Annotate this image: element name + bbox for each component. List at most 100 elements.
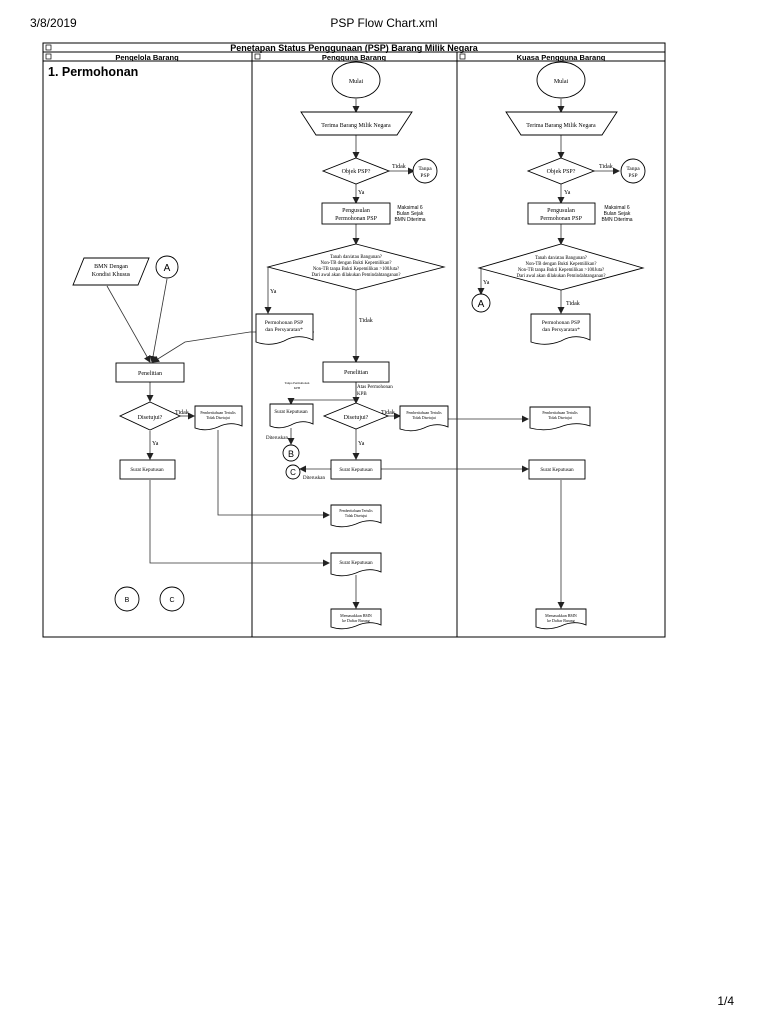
right-request-label: Permohonan PSP: [542, 320, 580, 326]
notice-bottom-label: Pemberitahuan Tertulis: [339, 509, 373, 513]
research-label: Penelitian: [344, 370, 368, 376]
receive-label: Terima Barang Milik Negara: [321, 123, 391, 129]
forwarded-label: Diteruskan: [303, 476, 325, 481]
criteria-label: Tanah dan/atau Bangunan?: [330, 255, 382, 260]
decree-bottom-label: Surat Keputusan: [339, 561, 373, 566]
right-notice-label: Tidak Disetujui: [548, 416, 572, 420]
criteria-label: Non-TB tanpa Bukti Kepemilikan >100Juta?: [313, 267, 399, 272]
right-register-document: [535, 608, 587, 630]
decree-doc-label: Surat Keputusan: [274, 410, 308, 415]
connector-c-label: C: [290, 468, 296, 477]
right-criteria-label: Dari awal akan dilakukan Pemindahtangana…: [517, 274, 606, 279]
right-notice-label: Pemberitahuan Tertulis: [542, 411, 578, 415]
connector-b-mid: [282, 444, 300, 462]
special-condition-input: [72, 257, 150, 286]
connector-c-label: C: [169, 597, 174, 604]
right-time-note: Bulan Sejak: [604, 211, 631, 217]
print-date: 3/8/2019: [30, 16, 77, 30]
criteria-label: Dari awal akan dilakukan Pemindahtangana…: [312, 273, 401, 278]
right-start-terminal: [536, 61, 586, 99]
right-decision-object-psp: [526, 157, 596, 185]
no-label: Tidak: [566, 301, 580, 307]
left-notice-label: Tidak Disetujui: [206, 416, 230, 420]
left-research-process: [115, 362, 185, 383]
object-psp-label: Objek PSP?: [342, 169, 371, 175]
special-label: BMN Dengan: [94, 264, 128, 270]
proposal-label: Pengusulan: [342, 208, 370, 214]
decision-approved: [322, 402, 390, 430]
right-request-document: [530, 313, 591, 345]
no-label: Tidak: [599, 164, 613, 170]
right-decision-criteria: [477, 243, 645, 291]
connector-a-right: [471, 293, 491, 313]
document-title: PSP Flow Chart.xml: [330, 16, 438, 30]
approved-label: Disetujui?: [344, 415, 369, 421]
right-no-psp-connector: [620, 158, 646, 184]
notice-label: Pemberitahuan Tertulis: [406, 411, 442, 415]
connector-a-left: [155, 255, 179, 279]
manual-input-shape: [300, 111, 413, 136]
decree-document-no-request: [269, 403, 314, 429]
no-request-note: KPB: [294, 386, 300, 390]
register-document: [330, 608, 382, 630]
yes-label: Ya: [270, 289, 277, 295]
request-label: dan Persyaratan*: [265, 327, 303, 333]
right-decree-process: [528, 459, 586, 480]
time-note: Maksimal 6: [397, 205, 423, 211]
research-process: [322, 361, 390, 383]
register-label: Memasukkan BMN: [340, 613, 372, 618]
decree-process: [330, 459, 382, 480]
proposal-label: Permohonan PSP: [335, 216, 378, 222]
right-criteria-label: Tanah dan/atau Bangunan?: [535, 256, 587, 261]
right-request-label: dan Persyaratan*: [542, 327, 580, 333]
right-no-psp-label: PSP: [628, 173, 637, 179]
lane-pengguna: Pengguna Barang: [322, 53, 387, 62]
yes-label: Ya: [564, 190, 571, 196]
time-note: Bulan Sejak: [397, 211, 424, 217]
diagram-title: Penetapan Status Penggunaan (PSP) Barang…: [230, 43, 479, 53]
request-note: Atas Permohonan: [357, 385, 393, 390]
flow-lines: [106, 99, 620, 609]
criteria-label: Non-TB dengan Bukti Kepemilikan?: [320, 261, 391, 266]
forwarded-label: Diteruskan: [266, 436, 288, 441]
decree-label: Surat Keputusan: [339, 468, 373, 473]
no-label: Tidak: [175, 410, 189, 416]
no-label: Tidak: [359, 318, 373, 324]
no-label: Tidak: [381, 410, 395, 416]
right-proposal-process: [527, 202, 596, 225]
yes-label: Ya: [358, 441, 365, 447]
right-decree-label: Surat Keputusan: [540, 468, 574, 473]
yes-label: Ya: [483, 280, 490, 286]
left-research-label: Penelitian: [138, 371, 162, 377]
right-time-note: BMN Diterima: [601, 217, 632, 223]
page-number: 1/4: [717, 994, 734, 1008]
decision-criteria: [266, 243, 446, 291]
no-label: Tidak: [392, 164, 406, 170]
left-approved-label: Disetujui?: [138, 415, 163, 421]
start-label: Mulai: [349, 79, 364, 85]
connector-b-left: [114, 586, 140, 612]
connector-a-label: A: [478, 299, 485, 310]
right-criteria-label: Non-TB tanpa Bukti Kepemilikan >100Juta?: [518, 268, 604, 273]
right-register-label: Memasukkan BMN: [545, 613, 577, 618]
right-proposal-label: Permohonan PSP: [540, 216, 583, 222]
decree-document-bottom: [330, 552, 382, 577]
right-time-note: Maksimal 6: [604, 205, 630, 211]
start-terminal: [331, 61, 381, 99]
request-document: [255, 313, 314, 345]
lane-pengelola: Pengelola Barang: [115, 53, 179, 62]
right-start-label: Mulai: [554, 79, 569, 85]
section-title: 1. Permohonan: [48, 65, 138, 79]
no-request-note: Tanpa Permohonan: [285, 381, 310, 385]
right-receive-label: Terima Barang Milik Negara: [526, 123, 596, 129]
connector-b-label: B: [288, 449, 294, 459]
connector-a-label: A: [164, 263, 171, 274]
right-object-psp-label: Objek PSP?: [547, 169, 576, 175]
right-register-label: ke Daftar Barang: [547, 618, 575, 623]
proposal-process: [321, 202, 391, 225]
request-note: KPB: [357, 392, 367, 397]
connector-c-left: [159, 586, 185, 612]
right-no-psp-label: Tanpa: [626, 166, 640, 172]
right-proposal-label: Pengusulan: [547, 208, 575, 214]
